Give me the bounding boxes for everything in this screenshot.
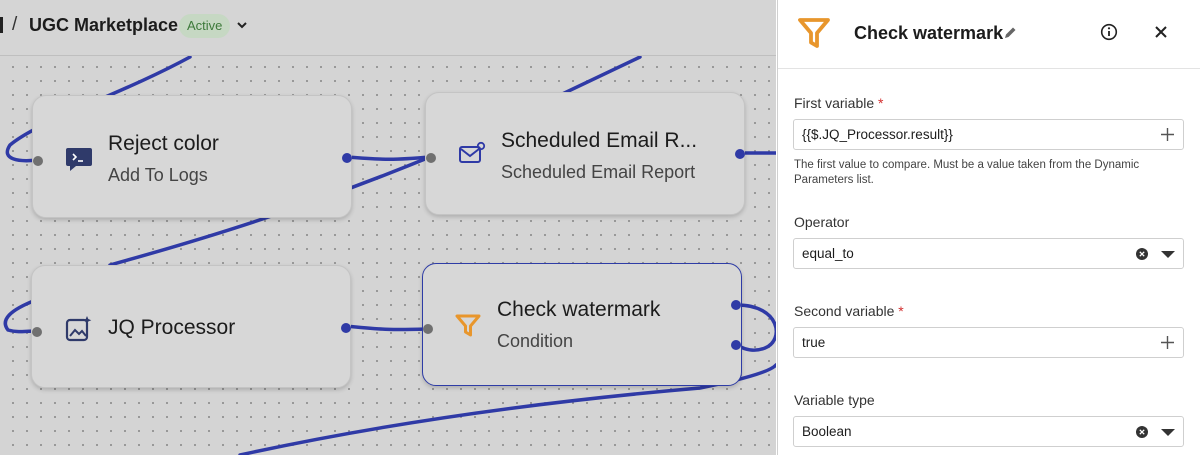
second-variable-value: true: [802, 335, 826, 350]
first-variable-help: The first value to compare. Must be a va…: [794, 159, 1140, 186]
variable-type-label: Variable type: [794, 392, 875, 408]
variable-type-value: Boolean: [802, 424, 852, 439]
operator-value: equal_to: [802, 246, 854, 261]
output-port[interactable]: [735, 149, 745, 159]
node-jq-processor[interactable]: JQ Processor: [31, 265, 351, 388]
node-title: Check watermark: [497, 298, 661, 321]
output-port[interactable]: [341, 323, 351, 333]
panel-header: Check watermark: [778, 0, 1200, 69]
edge-bottom-diagonal: [238, 363, 776, 455]
node-title: JQ Processor: [108, 316, 236, 339]
edge-check-true-out: [735, 303, 776, 352]
close-icon[interactable]: [1153, 24, 1169, 40]
clear-icon[interactable]: [1136, 248, 1148, 260]
required-mark: *: [898, 303, 904, 319]
node-subtitle: Condition: [497, 331, 574, 351]
clear-icon[interactable]: [1136, 426, 1148, 438]
input-port[interactable]: [423, 324, 433, 334]
edge-top-left: [5, 55, 192, 163]
second-variable-label: Second variable *: [794, 303, 904, 319]
plus-icon[interactable]: [1160, 127, 1175, 142]
operator-label: Operator: [794, 214, 850, 230]
second-variable-input[interactable]: true: [793, 327, 1184, 358]
terminal-icon: [66, 148, 92, 171]
output-port[interactable]: [342, 153, 352, 163]
properties-panel: Check watermark First variable * {{$.JQ_…: [777, 0, 1200, 455]
input-port[interactable]: [32, 327, 42, 337]
variable-type-select[interactable]: Boolean: [793, 416, 1184, 447]
workflow-canvas[interactable]: Reject color Add To Logs Scheduled Email…: [0, 0, 776, 455]
filter-icon: [798, 18, 830, 48]
required-mark: *: [878, 95, 884, 111]
mail-settings-icon: [459, 141, 486, 163]
edge-reject-to-email: [345, 155, 432, 161]
edge-mid-diagonal: [108, 155, 432, 267]
edge-left-jq: [3, 298, 38, 334]
operator-select[interactable]: equal_to: [793, 238, 1184, 269]
edge-jq-to-check: [343, 324, 429, 332]
breadcrumb-truncated: [0, 17, 3, 33]
false-output-port[interactable]: [731, 340, 741, 350]
caret-down-icon[interactable]: [1161, 250, 1175, 259]
first-variable-value: {{$.JQ_Processor.result}}: [802, 127, 953, 142]
node-scheduled-email-report[interactable]: Scheduled Email R... Scheduled Email Rep…: [425, 92, 745, 215]
image-sparkle-icon: [65, 316, 92, 342]
input-port[interactable]: [33, 156, 43, 166]
app-title[interactable]: UGC Marketplace: [29, 15, 179, 35]
node-subtitle: Scheduled Email Report: [501, 162, 696, 182]
breadcrumb-separator: /: [12, 14, 18, 35]
node-reject-color[interactable]: Reject color Add To Logs: [32, 95, 352, 218]
first-variable-label: First variable *: [794, 95, 884, 111]
top-bar: / UGC Marketplace Active: [0, 0, 776, 56]
first-variable-input[interactable]: {{$.JQ_Processor.result}}: [793, 119, 1184, 150]
node-subtitle: Add To Logs: [108, 165, 208, 185]
true-output-port[interactable]: [731, 300, 741, 310]
plus-icon[interactable]: [1160, 335, 1175, 350]
status-badge: Active: [179, 14, 231, 38]
filter-icon: [455, 314, 481, 337]
node-title: Scheduled Email R...: [501, 129, 698, 152]
chevron-down-icon[interactable]: [235, 18, 249, 32]
info-icon[interactable]: [1100, 23, 1118, 41]
input-port[interactable]: [426, 153, 436, 163]
caret-down-icon[interactable]: [1161, 428, 1175, 437]
node-check-watermark[interactable]: Check watermark Condition: [422, 263, 742, 386]
edit-pencil-icon[interactable]: [1003, 26, 1017, 40]
panel-title: Check watermark: [854, 23, 1004, 43]
node-title: Reject color: [108, 132, 219, 155]
